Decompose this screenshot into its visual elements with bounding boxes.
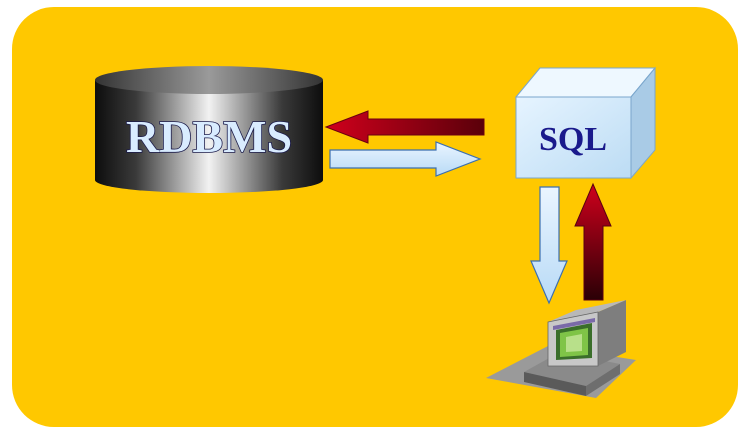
computer-icon (486, 300, 636, 398)
sql-label: SQL (539, 121, 607, 158)
sql-cube-icon (514, 66, 657, 180)
database-label: RDBMS (126, 111, 292, 162)
result-arrow-right (329, 141, 482, 177)
response-arrow-up (574, 182, 612, 301)
database-cylinder-icon (95, 66, 323, 193)
request-arrow-left (324, 110, 485, 144)
query-arrow-down (530, 186, 568, 305)
